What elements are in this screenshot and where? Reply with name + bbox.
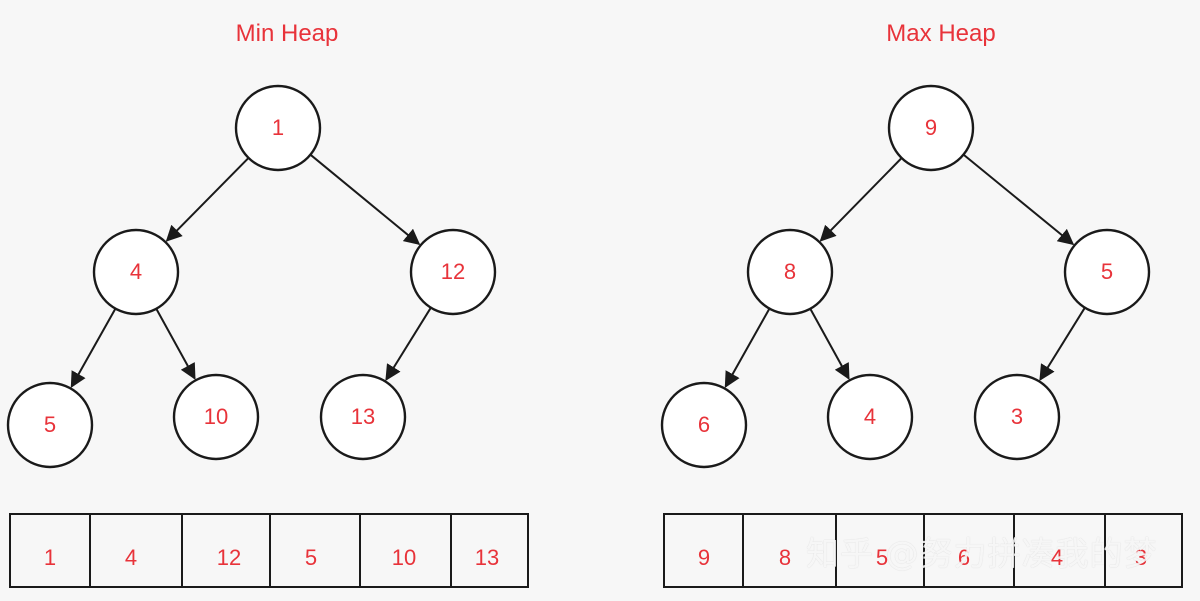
tree-edge-arrow xyxy=(724,308,771,389)
min-heap-edges xyxy=(70,153,432,389)
node-value: 4 xyxy=(864,404,876,429)
min-heap-title: Min Heap xyxy=(235,20,339,47)
max-heap-tree: 9 8 5 6 4 3 xyxy=(660,84,1151,469)
node-value: 13 xyxy=(351,404,375,429)
tree-node: 5 xyxy=(1063,228,1151,316)
node-value: 5 xyxy=(1101,259,1113,284)
tree-edge-arrow xyxy=(962,153,1075,246)
tree-node: 6 xyxy=(660,381,748,469)
tree-edge-arrow xyxy=(1039,307,1086,381)
min-heap-tree: 1 4 12 5 10 13 xyxy=(6,84,497,469)
array-cell-value: 3 xyxy=(1135,545,1147,570)
array-cell-value: 12 xyxy=(217,545,241,570)
tree-edge-arrow xyxy=(70,308,117,389)
max-heap-array: 9 8 5 6 4 3 xyxy=(663,513,1183,588)
node-value: 5 xyxy=(44,412,56,437)
array-cell-value: 9 xyxy=(698,545,710,570)
tree-node: 5 xyxy=(6,381,94,469)
node-value: 9 xyxy=(925,115,937,140)
array-cell-value: 10 xyxy=(392,545,416,570)
tree-node: 8 xyxy=(746,228,834,316)
min-heap-nodes: 1 4 12 5 10 13 xyxy=(6,84,497,469)
array-cell-value: 5 xyxy=(876,545,888,570)
tree-edge-arrow xyxy=(819,157,903,242)
node-circle xyxy=(409,228,497,316)
tree-edge-arrow xyxy=(385,307,432,381)
node-circle xyxy=(746,228,834,316)
tree-node: 9 xyxy=(887,84,975,172)
array-cell-value: 6 xyxy=(958,545,970,570)
node-value: 3 xyxy=(1011,404,1023,429)
array-cell-value: 8 xyxy=(779,545,791,570)
node-value: 12 xyxy=(441,259,465,284)
tree-node: 3 xyxy=(973,373,1061,461)
tree-edge-arrow xyxy=(309,153,421,246)
tree-node: 1 xyxy=(234,84,322,172)
node-circle xyxy=(660,381,748,469)
array-cell-value: 4 xyxy=(1051,545,1063,570)
node-circle xyxy=(826,373,914,461)
tree-edge-arrow xyxy=(165,157,250,242)
array-cell-value: 5 xyxy=(305,545,317,570)
node-value: 10 xyxy=(204,404,228,429)
max-heap-nodes: 9 8 5 6 4 3 xyxy=(660,84,1151,469)
array-cell-value: 13 xyxy=(475,545,499,570)
node-value: 1 xyxy=(272,115,284,140)
tree-node: 12 xyxy=(409,228,497,316)
node-value: 8 xyxy=(784,259,796,284)
node-circle xyxy=(1063,228,1151,316)
tree-node: 4 xyxy=(826,373,914,461)
tree-node: 13 xyxy=(319,373,407,461)
array-cell-value: 4 xyxy=(125,545,137,570)
node-circle xyxy=(887,84,975,172)
node-value: 4 xyxy=(130,259,142,284)
tree-node: 10 xyxy=(172,373,260,461)
tree-edge-arrow xyxy=(809,308,850,380)
min-heap-array: 1 4 12 5 10 13 xyxy=(9,513,529,588)
node-value: 6 xyxy=(698,412,710,437)
node-circle xyxy=(6,381,94,469)
node-circle xyxy=(234,84,322,172)
node-circle xyxy=(92,228,180,316)
array-cell-value: 1 xyxy=(44,545,56,570)
node-circle xyxy=(172,373,260,461)
node-circle xyxy=(319,373,407,461)
tree-node: 4 xyxy=(92,228,180,316)
node-circle xyxy=(973,373,1061,461)
max-heap-edges xyxy=(724,153,1086,389)
tree-edge-arrow xyxy=(155,308,196,380)
max-heap-title: Max Heap xyxy=(886,20,996,47)
